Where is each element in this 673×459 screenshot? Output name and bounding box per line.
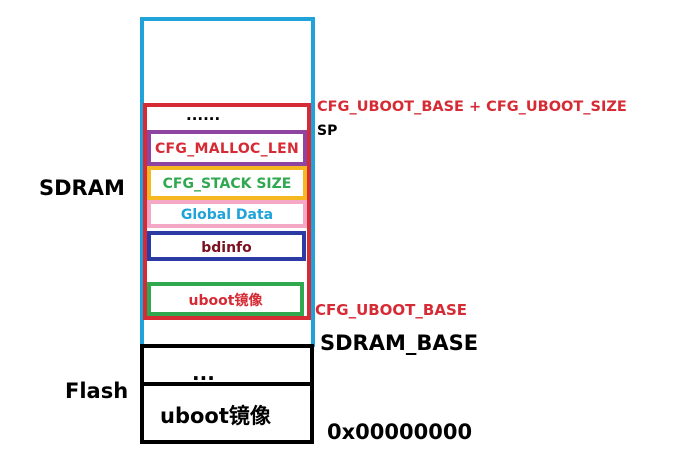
- flash-region: [140, 344, 314, 444]
- flash-label: Flash: [65, 379, 129, 403]
- flash-base-address-label: 0x00000000: [327, 420, 473, 444]
- uboot-region: [143, 103, 311, 320]
- global-data-label: Global Data: [180, 207, 274, 223]
- flash-dots: ...: [192, 361, 215, 385]
- uboot-top-address-label: CFG_UBOOT_BASE + CFG_UBOOT_SIZE: [317, 99, 627, 115]
- sdram-base-label: SDRAM_BASE: [320, 331, 479, 355]
- malloc-region-label: CFG_MALLOC_LEN: [154, 141, 299, 157]
- sdram-region: [140, 17, 315, 347]
- global-data-region: Global Data: [147, 200, 307, 228]
- stack-pointer-label: SP: [317, 123, 338, 139]
- uboot-image-sdram-label: uboot镜像: [188, 293, 263, 309]
- sdram-label: SDRAM: [39, 176, 125, 200]
- flash-divider: [140, 382, 314, 386]
- uboot-base-label: CFG_UBOOT_BASE: [315, 301, 468, 319]
- uboot-image-flash-label: uboot镜像: [160, 404, 271, 428]
- region-dots-top: ......: [186, 106, 221, 124]
- uboot-image-sdram-region: uboot镜像: [147, 282, 304, 316]
- bdinfo-label: bdinfo: [201, 240, 252, 256]
- stack-region-label: CFG_STACK SIZE: [162, 176, 292, 192]
- bdinfo-region: bdinfo: [147, 231, 306, 261]
- malloc-region: CFG_MALLOC_LEN: [147, 130, 307, 166]
- stack-region: CFG_STACK SIZE: [147, 166, 307, 200]
